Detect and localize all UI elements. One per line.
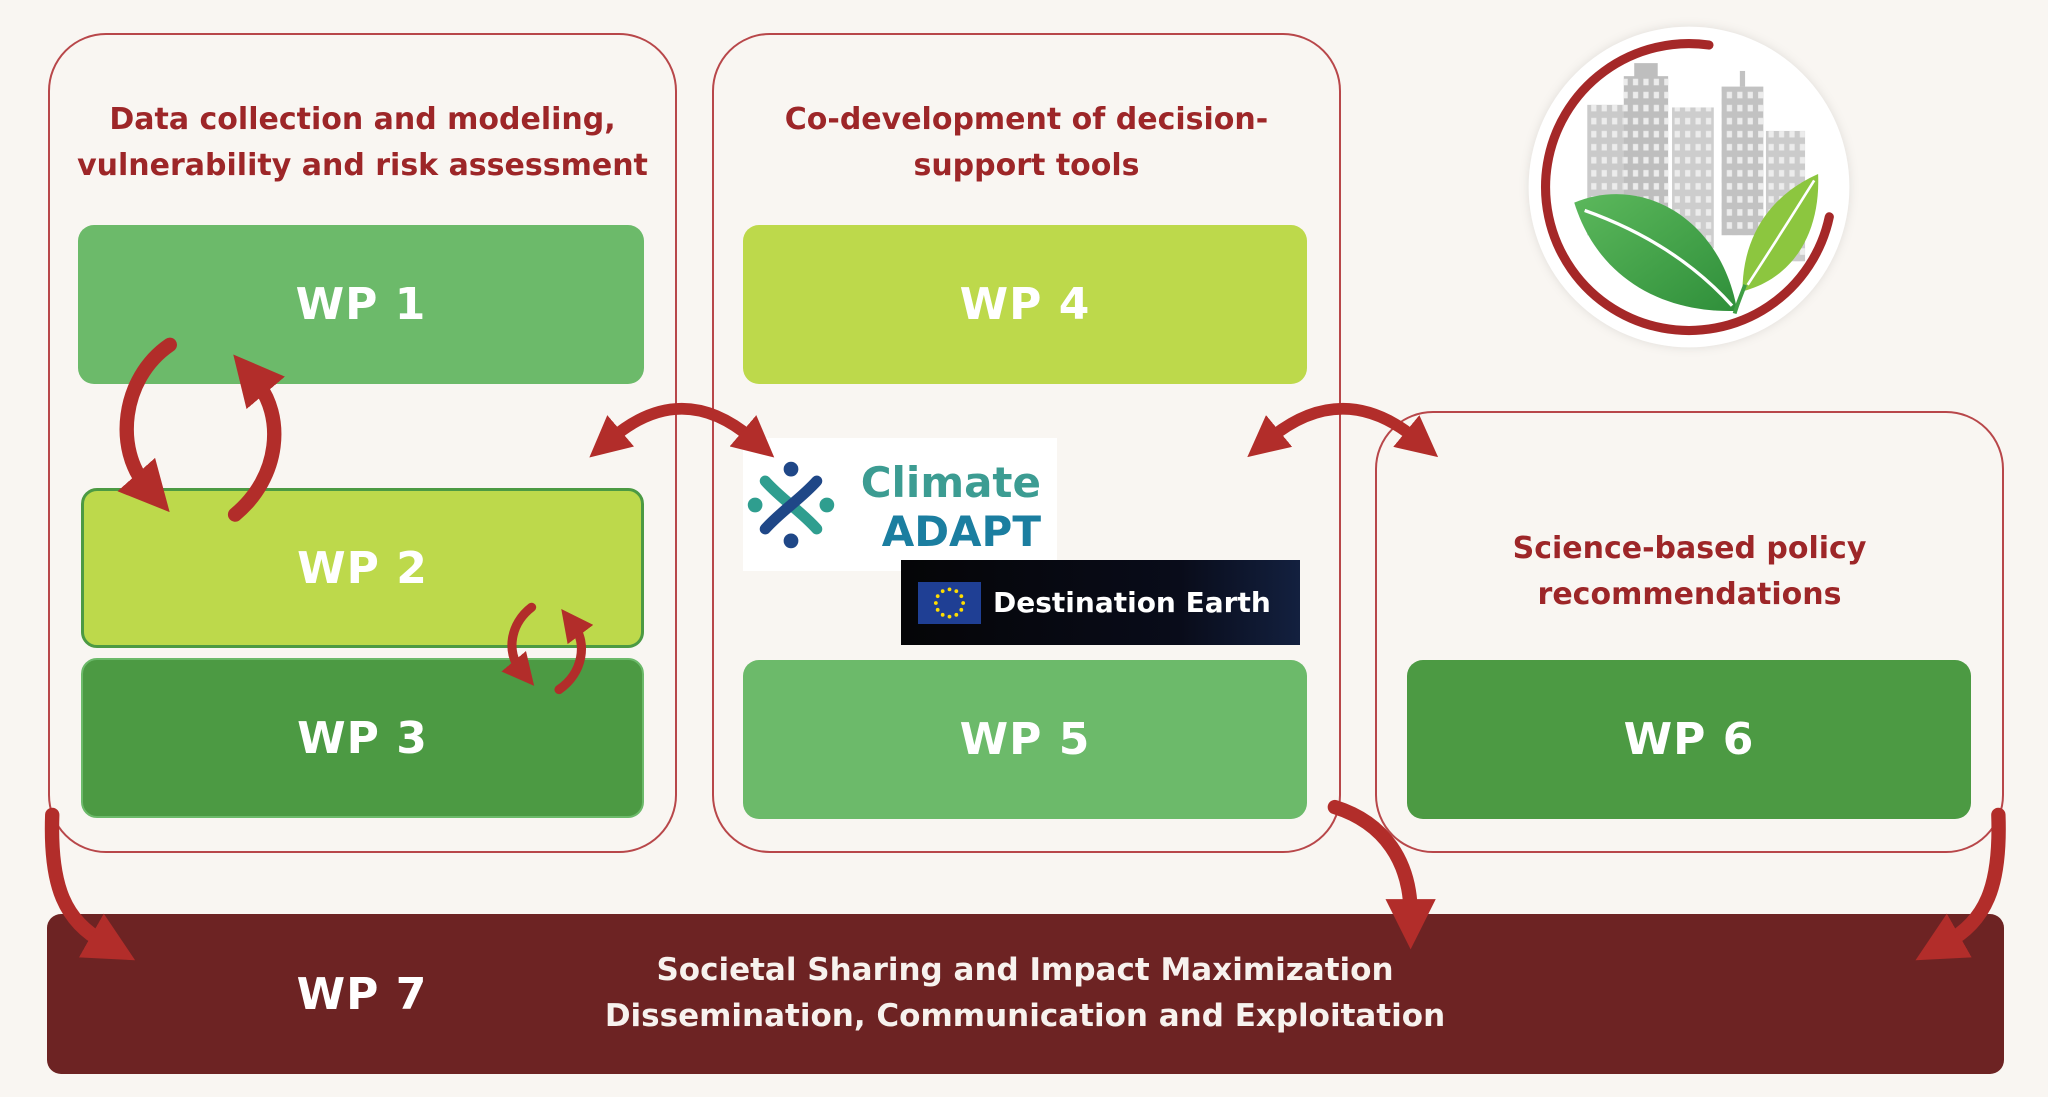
climate-adapt-line1: Climate [860, 458, 1041, 507]
climate-adapt-line2: ADAPT [881, 507, 1041, 556]
climate-adapt-icon [747, 461, 835, 549]
wp6-label: WP 6 [1623, 714, 1755, 765]
building-top [1634, 63, 1658, 79]
city-leaf-logo-icon [1528, 26, 1850, 348]
logo-ring [1541, 39, 1834, 336]
panel-title: Co-development of decision- support tool… [714, 97, 1339, 189]
wp2-box: WP 2 [81, 488, 644, 648]
panel-title-line: Data collection and modeling, [109, 102, 616, 137]
eu-star [940, 589, 945, 594]
destination-earth-logo: Destination Earth [901, 560, 1300, 645]
panel-title-line: Co-development of decision- [784, 102, 1269, 137]
eu-star [935, 607, 940, 612]
panel-title-line: support tools [913, 148, 1140, 183]
eu-star [954, 589, 959, 594]
destination-earth-text: Destination Earth [993, 586, 1271, 619]
wp2-label: WP 2 [297, 542, 428, 594]
wp1-box: WP 1 [78, 225, 644, 384]
leaf-stem [1732, 284, 1747, 315]
panel-title-line: vulnerability and risk assessment [77, 148, 648, 183]
wp5-box: WP 5 [743, 660, 1307, 819]
large-leaf-vein [1584, 208, 1734, 307]
wp4-box: WP 4 [743, 225, 1307, 384]
wp1-label: WP 1 [295, 279, 427, 330]
wp7-description-line: Societal Sharing and Impact Maximization [656, 952, 1394, 988]
climate-adapt-wordmark: Climate ADAPT [861, 458, 1041, 556]
icon-head [747, 497, 763, 513]
wp7-bar: WP 7 Societal Sharing and Impact Maximiz… [47, 914, 2004, 1074]
wp6-box: WP 6 [1407, 660, 1971, 819]
building-antenna [1739, 70, 1746, 87]
wp7-label: WP 7 [296, 968, 428, 1020]
building-windows [1721, 86, 1764, 236]
wp7-description-line: Dissemination, Communication and Exploit… [604, 998, 1446, 1034]
icon-arm [759, 475, 823, 535]
panel-title: Science-based policy recommendations [1377, 526, 2002, 618]
wp5-label: WP 5 [959, 714, 1091, 765]
climate-adapt-logo: Climate ADAPT [743, 438, 1057, 571]
icon-head [783, 461, 799, 477]
eu-star [959, 607, 964, 612]
panel-policy-recommendations: Science-based policy recommendations [1375, 411, 2004, 853]
wp3-box: WP 3 [81, 658, 644, 818]
icon-head [819, 497, 835, 513]
icon-head [783, 533, 799, 549]
panel-title: Data collection and modeling, vulnerabil… [50, 97, 675, 189]
eu-star [954, 612, 959, 617]
wp3-label: WP 3 [297, 712, 428, 764]
small-leaf-vein [1746, 179, 1816, 286]
eu-star [959, 594, 964, 599]
panel-title-line: Science-based policy [1512, 531, 1867, 566]
panel-title-line: recommendations [1537, 577, 1842, 612]
wp7-description: Societal Sharing and Impact Maximization… [525, 947, 1525, 1039]
eu-flag-icon [918, 582, 981, 624]
wp4-label: WP 4 [959, 279, 1091, 330]
eu-star [947, 587, 952, 592]
eu-star [961, 601, 966, 605]
eu-star [935, 594, 940, 599]
panel-data-collection: Data collection and modeling, vulnerabil… [48, 33, 677, 853]
eu-star [940, 612, 945, 617]
eu-star [933, 601, 938, 605]
eu-star [947, 614, 952, 619]
